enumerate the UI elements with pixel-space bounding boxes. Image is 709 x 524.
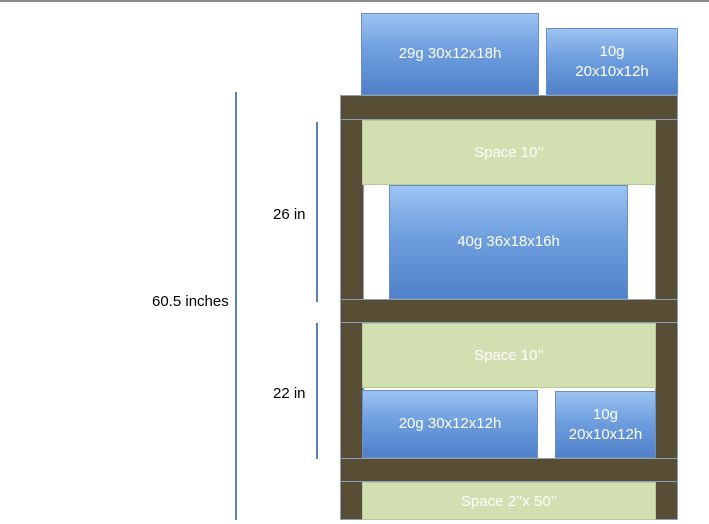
tank-40g: 40g 36x18x16h	[389, 185, 628, 299]
tank-10g-top-dims: 20x10x12h	[575, 62, 649, 80]
rack-shelf-middle	[340, 299, 678, 323]
top-divider	[0, 0, 709, 2]
total-height-label: 60.5 inches	[152, 293, 229, 310]
lower-height-line	[316, 323, 318, 459]
space-lower: Space 10’’	[362, 323, 656, 388]
total-height-line	[235, 92, 237, 520]
space-upper: Space 10’’	[362, 120, 656, 185]
space-upper-label: Space 10’’	[474, 144, 544, 161]
tank-10g-top: 10g 20x10x12h	[546, 28, 678, 95]
tank-10g-lower-dims: 20x10x12h	[568, 425, 643, 443]
tank-29g-label: 29g 30x12x18h	[398, 45, 502, 62]
tank-10g-lower: 10g 20x10x12h	[555, 391, 656, 458]
upper-height-line	[316, 122, 318, 302]
lower-height-label: 22 in	[273, 385, 306, 402]
upper-height-label: 26 in	[273, 206, 306, 223]
space-lower-label: Space 10’’	[474, 347, 544, 364]
rack-shelf-lower	[340, 458, 678, 482]
tank-40g-label: 40g 36x18x16h	[457, 233, 560, 250]
space-bottom: Space 2’’x 50’’	[362, 482, 656, 520]
tank-20g: 20g 30x12x12h	[362, 390, 538, 458]
tank-10g-lower-name: 10g	[592, 405, 619, 423]
rack-shelf-top	[340, 95, 678, 120]
space-bottom-label: Space 2’’x 50’’	[460, 492, 558, 510]
tank-29g: 29g 30x12x18h	[361, 13, 539, 95]
tank-20g-label: 20g 30x12x12h	[398, 415, 502, 432]
tank-10g-top-name: 10g	[599, 42, 625, 60]
